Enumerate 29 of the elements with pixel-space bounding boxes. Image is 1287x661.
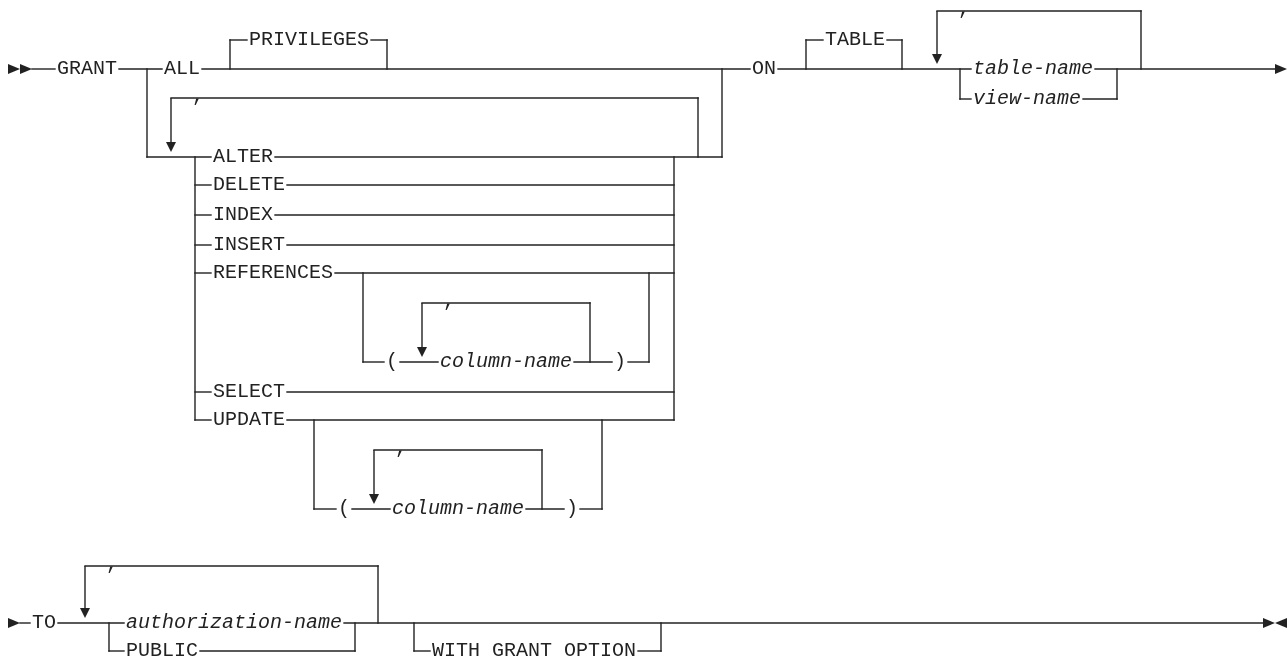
syntax-keyword: ) — [614, 352, 626, 372]
syntax-variable: column-name — [440, 352, 573, 372]
syntax-keyword: PUBLIC — [126, 641, 198, 661]
repeat-separator: , — [192, 86, 204, 106]
syntax-keyword: GRANT — [57, 59, 117, 79]
syntax-keyword: ( — [338, 499, 350, 519]
syntax-keyword: ALTER — [213, 147, 273, 167]
syntax-keyword: TO — [32, 613, 56, 633]
syntax-keyword: WITH GRANT OPTION — [432, 641, 637, 661]
syntax-variable: authorization-name — [126, 613, 343, 633]
syntax-variable: view-name — [973, 89, 1082, 109]
repeat-separator: , — [958, 0, 970, 19]
syntax-variable: table-name — [973, 59, 1094, 79]
syntax-variable: column-name — [392, 499, 525, 519]
repeat-separator: , — [106, 554, 118, 574]
syntax-keyword: INSERT — [213, 235, 285, 255]
syntax-keyword: UPDATE — [213, 410, 285, 430]
syntax-keyword: INDEX — [213, 205, 273, 225]
syntax-keyword: DELETE — [213, 175, 285, 195]
syntax-keyword: ON — [752, 59, 776, 79]
syntax-keyword: ) — [566, 499, 578, 519]
repeat-separator: , — [443, 291, 455, 311]
syntax-keyword: ALL — [164, 59, 200, 79]
syntax-keyword: SELECT — [213, 382, 285, 402]
syntax-keyword: REFERENCES — [213, 263, 334, 283]
syntax-keyword: PRIVILEGES — [249, 30, 370, 50]
repeat-separator: , — [395, 438, 407, 458]
syntax-keyword: TABLE — [825, 30, 885, 50]
syntax-keyword: ( — [386, 352, 398, 372]
